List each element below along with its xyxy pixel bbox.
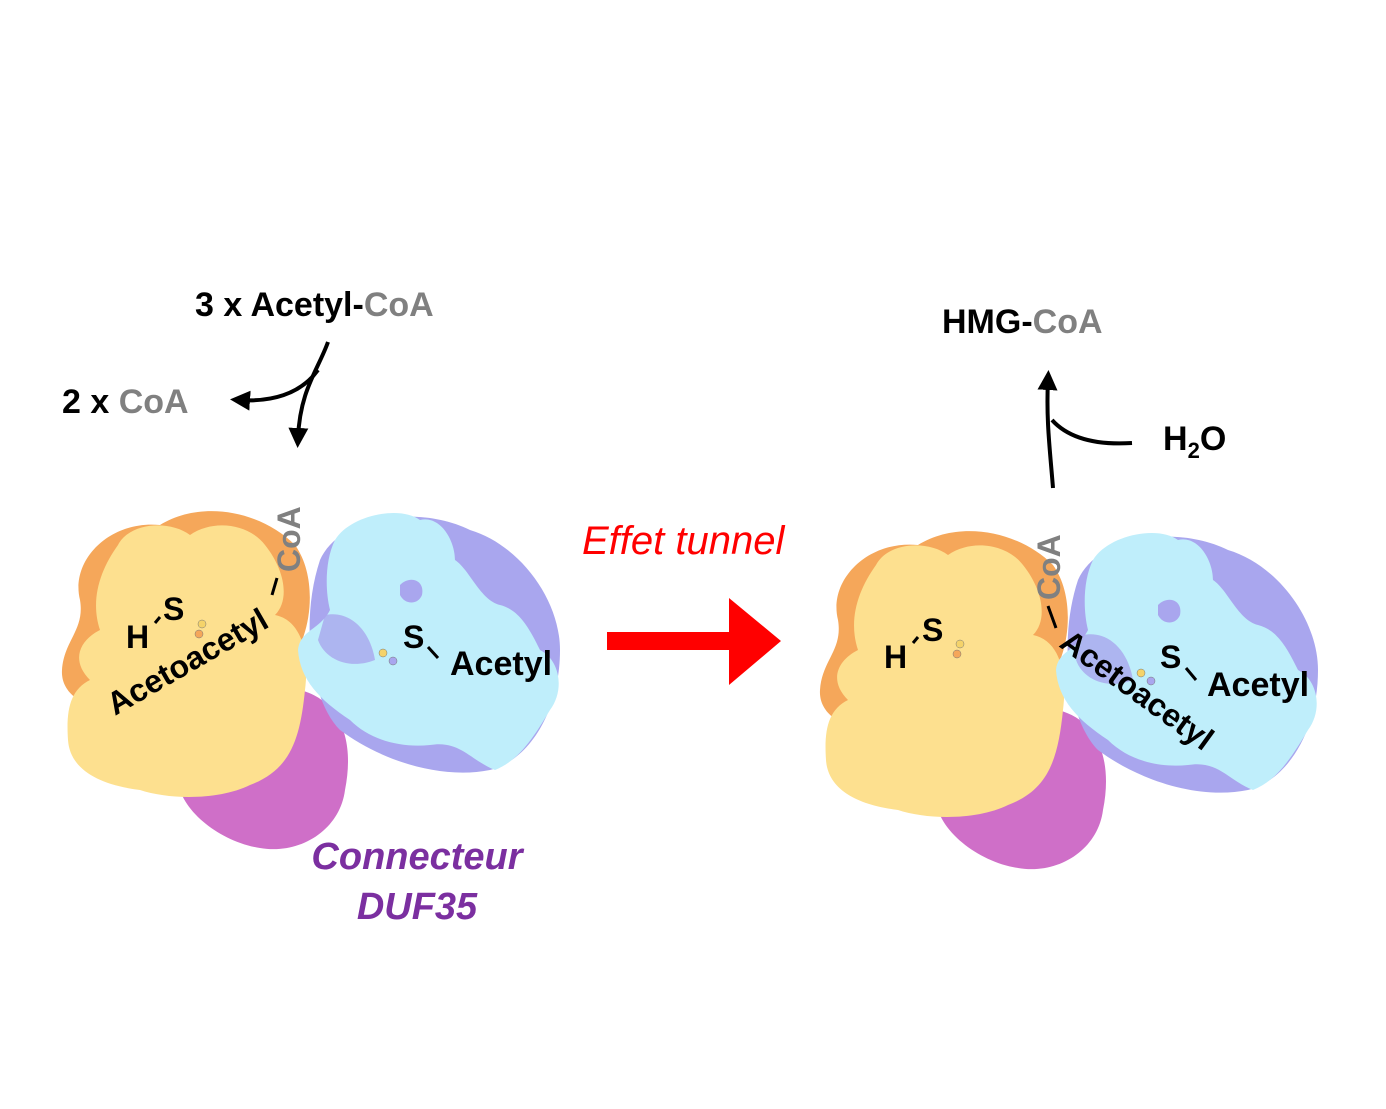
substrate-label: 3 x Acetyl-CoA <box>195 286 434 324</box>
left-s-label-2: S <box>403 619 424 655</box>
left-s-label-1: S <box>163 591 184 627</box>
right-s-label-1: S <box>922 612 943 648</box>
right-hs-bond <box>911 636 920 644</box>
left-h-label: H <box>126 619 149 655</box>
left-hs-bond <box>153 616 162 624</box>
water-input-arrow <box>1050 418 1133 446</box>
coa-release-arrow <box>230 368 320 411</box>
product-arrow <box>1037 370 1058 489</box>
water-label: H2O <box>1163 420 1226 463</box>
tunnel-effect-label: Effet tunnel <box>582 519 785 563</box>
left-acetyl-label: Acetyl <box>450 645 552 683</box>
substrate-arrow <box>288 341 330 448</box>
right-acetyl-label: Acetyl <box>1207 666 1309 704</box>
tunnel-arrow-icon <box>607 598 781 685</box>
right-s-label-2: S <box>1160 639 1181 675</box>
left-coa-bond <box>270 577 279 596</box>
right-coa-bond <box>1046 605 1058 629</box>
left-s-acetyl-bond <box>426 645 440 660</box>
byproduct-label: 2 x CoA <box>62 383 189 421</box>
connector-label-line2: DUF35 <box>357 886 478 928</box>
left-coa-label: CoA <box>271 506 307 572</box>
right-coa-label: CoA <box>1031 534 1067 600</box>
right-h-label: H <box>884 639 907 675</box>
connector-label-line1: Connecteur <box>311 836 524 878</box>
product-label: HMG-CoA <box>942 303 1103 341</box>
right-s-acetyl-bond <box>1184 667 1198 681</box>
